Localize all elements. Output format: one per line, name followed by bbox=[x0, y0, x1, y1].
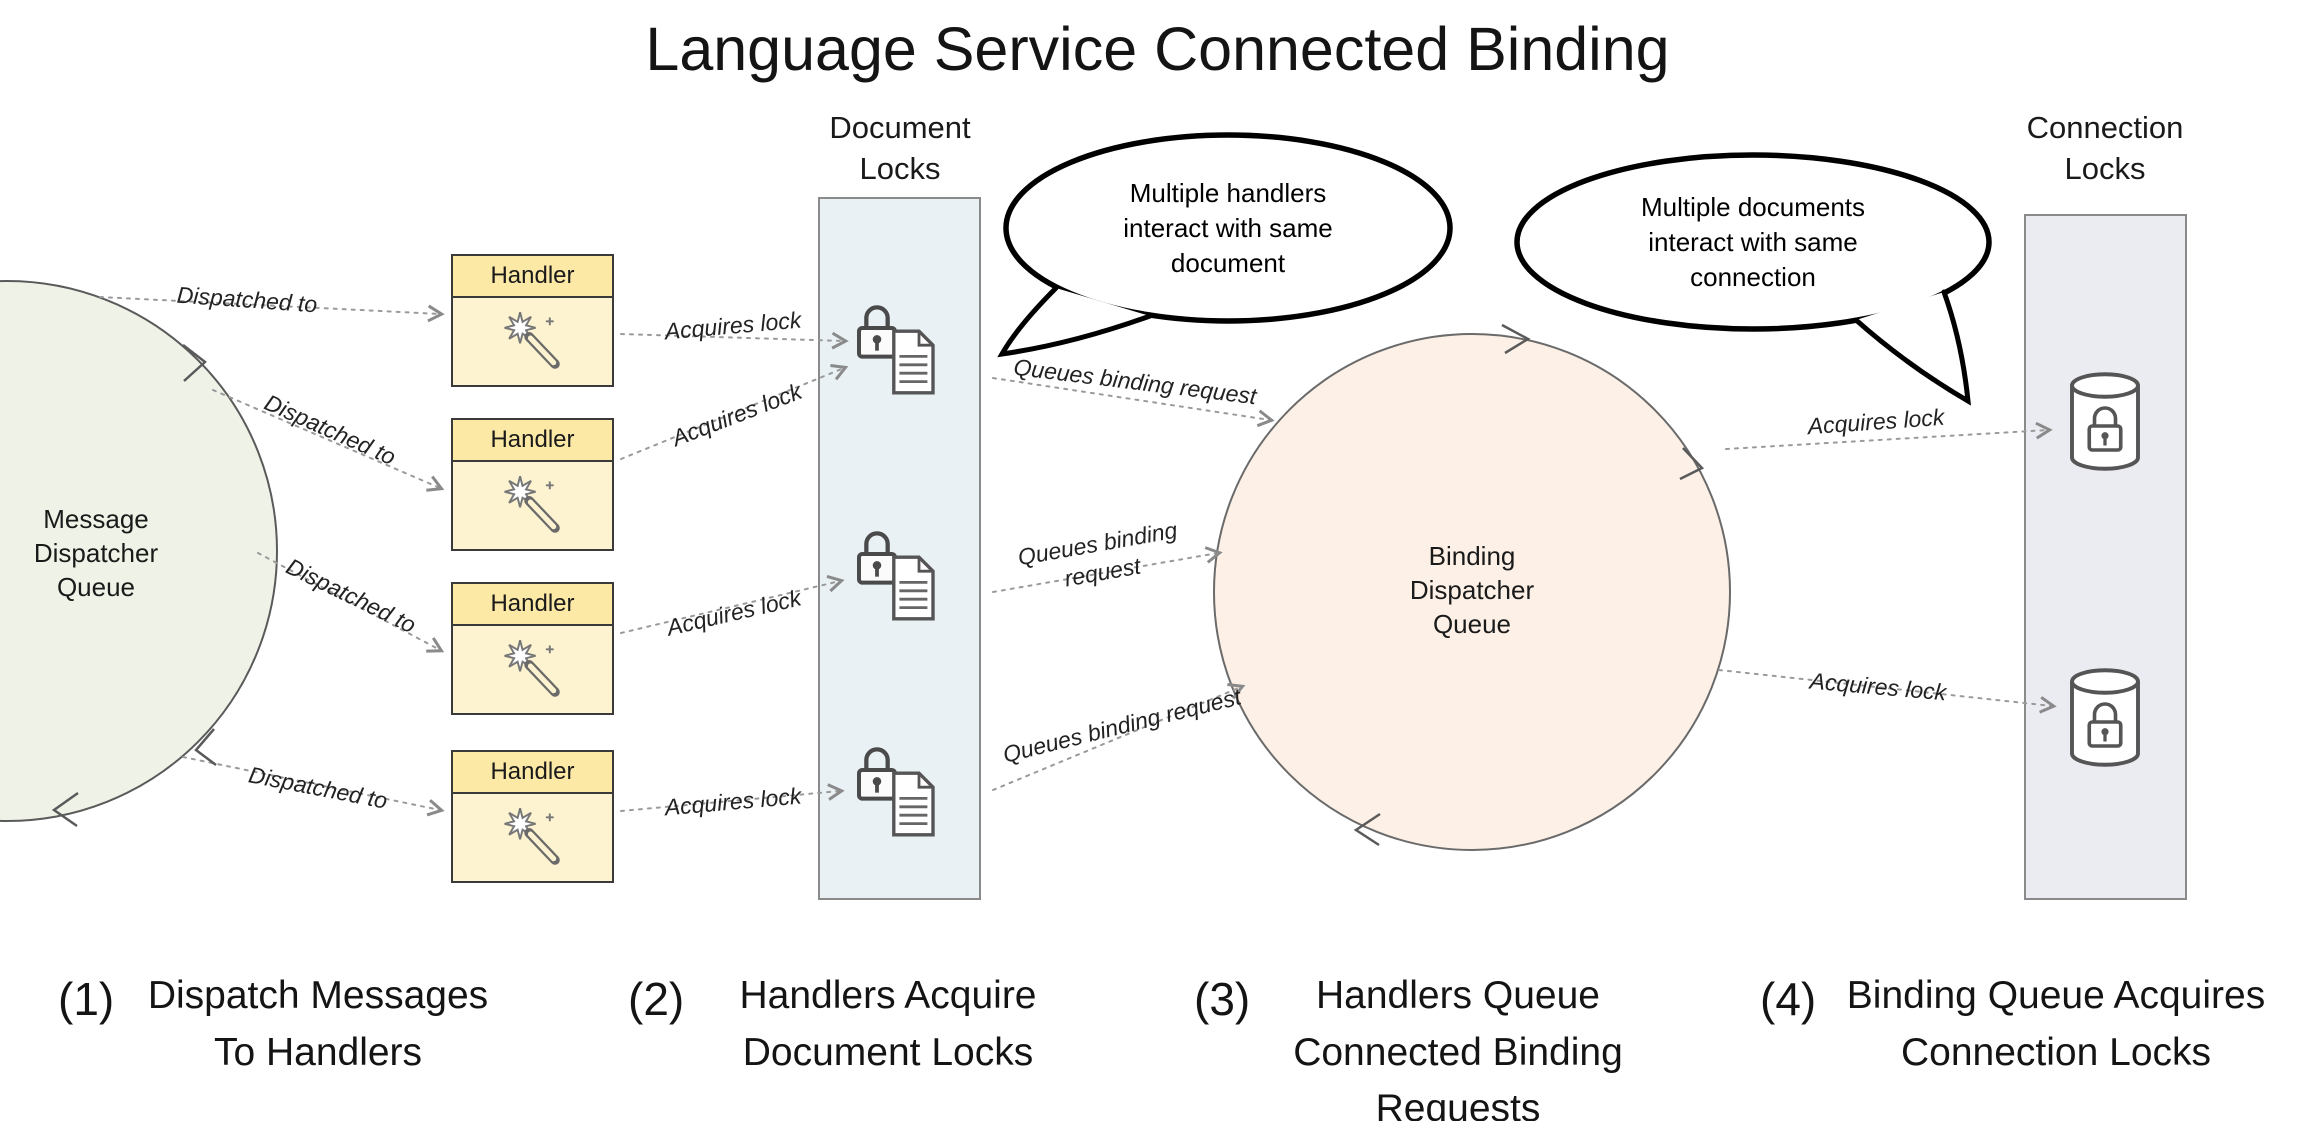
handler-title: Handler bbox=[453, 420, 612, 462]
connection-locks-title: Connection Locks bbox=[2026, 110, 2184, 186]
padlock-icon bbox=[857, 305, 897, 359]
padlock-icon bbox=[857, 747, 897, 801]
page-title: Language Service Connected Binding bbox=[645, 15, 1670, 83]
edge-label-queues-binding-3: Queues binding request bbox=[1000, 683, 1244, 768]
handler-box-4: Handler bbox=[451, 750, 614, 883]
magic-wand-icon bbox=[503, 807, 560, 865]
edge-label-acquires-lock-2: Acquires lock bbox=[668, 377, 806, 452]
binding-dispatcher-queue-node bbox=[1213, 333, 1731, 851]
speech-bubble-tail bbox=[997, 285, 1153, 358]
magic-wand-icon bbox=[503, 475, 560, 533]
document-locks-title: Document Locks bbox=[829, 110, 971, 186]
handler-box-2: Handler bbox=[451, 418, 614, 551]
database-lock-icon bbox=[2070, 372, 2140, 471]
document-icon bbox=[892, 555, 935, 621]
edge-label-acquires-lock-1: Acquires lock bbox=[663, 306, 803, 345]
edge-label-acquires-lock-3: Acquires lock bbox=[664, 584, 804, 641]
magic-wand-icon bbox=[503, 311, 560, 369]
handler-body bbox=[453, 462, 612, 549]
edge-label-dispatched-to-3: Dispatched to bbox=[282, 553, 421, 639]
caption-3: Handlers Queue Connected Binding Request… bbox=[1293, 974, 1623, 1121]
handler-box-3: Handler bbox=[451, 582, 614, 715]
magic-wand-icon bbox=[503, 639, 560, 697]
handler-body bbox=[453, 626, 612, 713]
document-icon bbox=[892, 329, 935, 395]
edge-label-dispatched-to-2: Dispatched to bbox=[260, 389, 400, 471]
message-dispatcher-queue-label: Message Dispatcher Queue bbox=[33, 504, 159, 602]
edge-label-queues-binding-2: Queues binding request bbox=[1015, 516, 1180, 592]
edge-label-acquires-connection-1: Acquires lock bbox=[1806, 403, 1946, 440]
handler-box-1: Handler bbox=[451, 254, 614, 387]
speech-bubble-tail bbox=[1853, 289, 1971, 406]
caption-number-3: (3) bbox=[1194, 973, 1251, 1025]
edge-label-queues-binding-1: Queues binding request bbox=[1012, 353, 1258, 410]
caption-1: Dispatch Messages To Handlers bbox=[147, 974, 489, 1074]
edge-label-acquires-connection-2: Acquires lock bbox=[1808, 667, 1948, 706]
document-icon bbox=[892, 771, 935, 837]
database-lock-icon bbox=[2070, 668, 2140, 767]
edge-label-dispatched-to-4: Dispatched to bbox=[246, 761, 390, 814]
caption-number-2: (2) bbox=[628, 973, 685, 1025]
binding-dispatcher-queue-label: Binding Dispatcher Queue bbox=[1409, 541, 1535, 639]
handler-title: Handler bbox=[453, 256, 612, 298]
handler-title: Handler bbox=[453, 584, 612, 626]
handler-title: Handler bbox=[453, 752, 612, 794]
connection-locks-panel bbox=[2024, 214, 2187, 900]
caption-2: Handlers Acquire Document Locks bbox=[739, 974, 1037, 1074]
caption-4: Binding Queue Acquires Connection Locks bbox=[1846, 974, 2266, 1074]
handler-body bbox=[453, 794, 612, 881]
edge-label-dispatched-to-1: Dispatched to bbox=[175, 281, 319, 318]
handler-body bbox=[453, 298, 612, 385]
caption-number-4: (4) bbox=[1760, 973, 1817, 1025]
padlock-icon bbox=[857, 531, 897, 585]
speech-bubble-documents-text: Multiple documents interact with same co… bbox=[1641, 192, 1865, 293]
caption-number-1: (1) bbox=[58, 973, 115, 1025]
edge-label-acquires-lock-4: Acquires lock bbox=[663, 782, 803, 821]
speech-bubble-handlers-text: Multiple handlers interact with same doc… bbox=[1123, 178, 1333, 279]
